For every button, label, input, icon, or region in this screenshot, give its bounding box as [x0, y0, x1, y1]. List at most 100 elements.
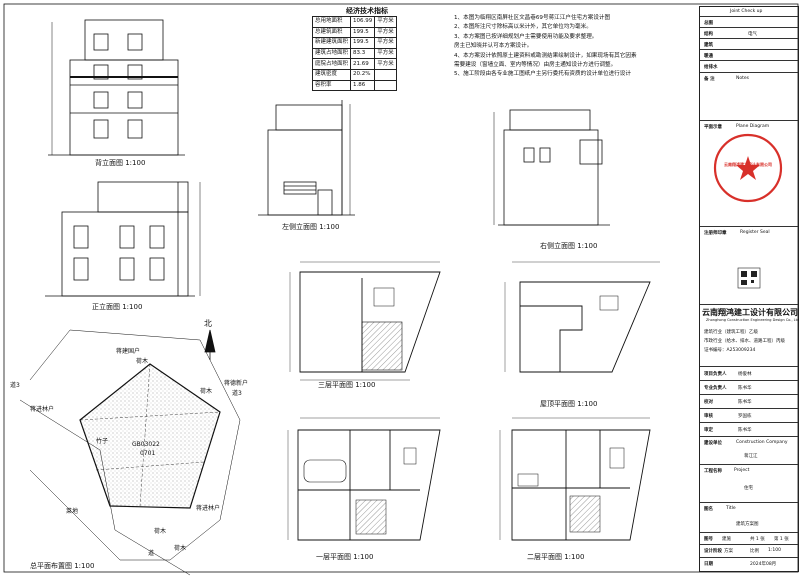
stage-label: 设计阶段 — [704, 549, 722, 554]
qualification-1: 建筑行业（建筑工程）乙级 — [704, 330, 758, 335]
staff-role: 审定 — [704, 428, 713, 433]
plan-row: 平面示意 Plane Diagram — [700, 121, 798, 227]
seal-label: 注册师印章 — [704, 231, 727, 236]
left-elevation — [258, 100, 355, 216]
econ-value: 106.99 — [350, 16, 376, 28]
company-name: 云南翔鸿建工设计有限公司 — [702, 308, 798, 317]
first-floor-caption: 一层平面图 1:100 — [316, 553, 374, 561]
staff-name: 罗国栋 — [738, 414, 752, 419]
econ-value: 21.69 — [350, 58, 376, 70]
front-elevation — [45, 181, 201, 297]
left-elevation-caption: 左侧立面图 1:100 — [282, 223, 340, 231]
design-notes: 1、本图为临翔区南屏社区文昌巷69号蒋江江户住宅方案设计图 2、本图所注尺寸除标… — [454, 14, 700, 80]
stage-row: 设计阶段 方案 比例 1:100 — [700, 545, 798, 558]
neighbor-label: 道 — [148, 550, 155, 557]
client-name: 蒋江江 — [744, 454, 758, 459]
discipline-label: 建筑 — [704, 43, 713, 48]
third-floor-caption: 三层平面图 1:100 — [318, 381, 376, 389]
company-seal — [713, 133, 783, 203]
tree-label: 荷木 — [174, 545, 187, 552]
project-row: 工程名称 Project 住宅 — [700, 465, 798, 503]
right-elevation — [493, 109, 610, 226]
back-elevation-caption: 背立面图 1:100 — [95, 159, 146, 167]
econ-value: 199.5 — [350, 26, 376, 39]
project-name: 住宅 — [744, 486, 753, 491]
remarks-label: 备 注 — [704, 77, 715, 82]
site-plan — [19, 329, 241, 576]
econ-label: 建筑占地面积 — [311, 47, 352, 60]
staff-role: 专业负责人 — [704, 386, 727, 391]
staff-name: 陈书华 — [738, 428, 752, 433]
discipline-row: 暖通 — [700, 50, 798, 61]
first-floor-plan — [287, 417, 441, 541]
right-elevation-caption: 右侧立面图 1:100 — [540, 242, 598, 250]
discipline-extra: 电气 — [748, 32, 757, 37]
drawing-title: 建筑方案图 — [736, 522, 759, 527]
stage-value: 方案 — [724, 549, 733, 554]
neighbor-label: 蒋建国户 — [116, 348, 141, 355]
neighbor-label: 道3 — [232, 390, 242, 397]
client-row: 建设单位 Construction Company 蒋江江 — [700, 437, 798, 465]
site-plan-caption: 总平面布置图 1:100 — [30, 562, 95, 570]
note-line: 2、本图所注尺寸除标高以米计外，其它单位均为毫米。 — [454, 24, 592, 31]
staff-role: 项目负责人 — [704, 372, 727, 377]
plan-label: 平面示意 — [704, 125, 722, 130]
discipline-row: 结构电气 — [700, 28, 798, 39]
sheet-row: 图号 建施 共 1 张 第 1 张 — [700, 533, 798, 545]
econ-value: 199.5 — [350, 37, 376, 49]
note-line: 3、本方案图已按详细规划户主需要使用功能及要求整理。 — [454, 33, 598, 40]
scale-value: 1:100 — [768, 548, 781, 553]
note-line: 1、本图为临翔区南屏社区文昌巷69号蒋江江户住宅方案设计图 — [454, 15, 611, 21]
econ-label: 总建筑面积 — [311, 26, 352, 39]
seal-row: 注册师印章 Register Seal — [700, 227, 798, 305]
staff-row: 审核 罗国栋 — [700, 409, 798, 423]
neighbor-label: 蒋进林户 — [196, 505, 221, 512]
note-line: 需要建设（窗墙立面、室内等情况）由房主通知设计方进行调整。 — [454, 62, 617, 69]
remarks-row: 备 注 Notes — [700, 73, 798, 121]
econ-label: 总用地面积 — [311, 16, 352, 28]
neighbor-label: 蒋进林户 — [30, 406, 55, 413]
north-label: 北 — [204, 319, 212, 328]
tree-label: 荷木 — [136, 358, 149, 365]
discipline-label: 总图 — [704, 21, 713, 26]
staff-name: 陈书华 — [738, 386, 752, 391]
plan-en: Plane Diagram — [736, 124, 770, 129]
discipline-row: 给排水 — [700, 61, 798, 73]
lot-code: GB03022 — [132, 441, 160, 448]
back-elevation — [48, 19, 185, 156]
sheet-total: 共 1 张 — [750, 537, 765, 542]
econ-label: 庭院占地面积 — [311, 58, 352, 70]
econ-value: 20.2% — [350, 68, 376, 81]
drawing-row: 图名 Title 建筑方案图 — [700, 503, 798, 533]
drawing-label: 图名 — [704, 507, 713, 512]
client-label: 建设单位 — [704, 441, 722, 446]
econ-table-title: 经济技术指标 — [346, 7, 388, 15]
econ-unit: 平方米 — [374, 37, 397, 49]
econ-unit: 平方米 — [374, 47, 397, 60]
date-label: 日期 — [704, 562, 713, 567]
discipline-row: 总图 — [700, 17, 798, 28]
staff-name: 杨俊林 — [738, 372, 752, 377]
econ-unit — [374, 79, 397, 92]
staff-row: 审定 陈书华 — [700, 423, 798, 437]
tree-label: 荷木 — [200, 388, 213, 395]
date-value: 2024年08月 — [750, 562, 777, 567]
staff-role: 审核 — [704, 414, 713, 419]
econ-value: 1.86 — [350, 79, 376, 92]
project-en: Project — [734, 468, 750, 473]
note-line: 4、本方案设计依照原土建资料或勘测结果绘制设计，如果现场有其它因素 — [454, 52, 637, 59]
drawing-en: Title — [726, 506, 736, 511]
econ-value: 83.3 — [350, 47, 376, 60]
sheet-page: 第 1 张 — [774, 537, 789, 542]
econ-unit — [374, 68, 397, 81]
econ-label: 建筑密度 — [311, 68, 352, 81]
seal-en: Register Seal — [740, 230, 770, 235]
staff-role: 校对 — [704, 400, 713, 405]
sheet-no: 建施 — [722, 537, 731, 542]
discipline-label: 暖通 — [704, 54, 713, 59]
